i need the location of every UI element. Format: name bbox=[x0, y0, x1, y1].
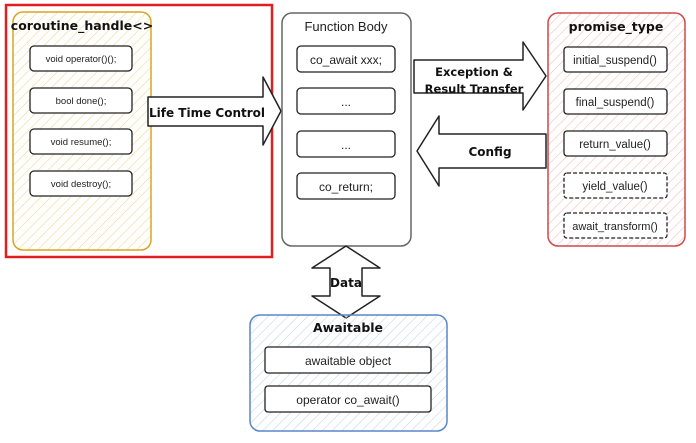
promise-method-box bbox=[563, 130, 668, 157]
promise-method-label: initial_suspend() bbox=[573, 55, 657, 67]
method-label: void destroy(); bbox=[51, 179, 111, 190]
promise-method-label: yield_value() bbox=[582, 181, 647, 193]
exception-label-line1: Exception & bbox=[435, 65, 513, 79]
data-arrow: Data bbox=[311, 245, 381, 319]
promise-method-box-optional bbox=[563, 212, 668, 239]
function-body-panel: Function Body co_await xxx; ... ... co_r… bbox=[281, 12, 412, 247]
coroutine-handle-panel: coroutine_handle<> void operator()(); bo… bbox=[11, 11, 153, 251]
statement-box bbox=[296, 130, 396, 158]
method-box bbox=[29, 87, 133, 114]
statement-label: ... bbox=[341, 138, 351, 152]
promise-type-panel: promise_type initial_suspend() final_sus… bbox=[547, 12, 686, 247]
promise-method-box bbox=[563, 46, 668, 73]
awaitable-item-label: awaitable object bbox=[305, 354, 392, 368]
awaitable-item-box bbox=[264, 385, 432, 413]
method-box bbox=[29, 128, 133, 155]
statement-label: ... bbox=[341, 95, 351, 109]
exception-label-line2: Result Transfer bbox=[425, 82, 524, 96]
promise-method-box-optional bbox=[563, 172, 668, 199]
promise-method-label: await_transform() bbox=[572, 221, 658, 233]
statement-label: co_return; bbox=[319, 180, 373, 194]
config-label: Config bbox=[468, 145, 511, 159]
life-time-control-arrow: Life Time Control bbox=[147, 76, 282, 146]
coroutine-handle-title: coroutine_handle<> bbox=[11, 18, 153, 34]
promise-method-label: return_value() bbox=[579, 139, 651, 151]
method-box bbox=[29, 170, 133, 197]
life-time-control-label: Life Time Control bbox=[149, 106, 265, 120]
statement-label: co_await xxx; bbox=[310, 53, 382, 67]
data-label: Data bbox=[330, 276, 362, 290]
awaitable-item-box bbox=[264, 346, 432, 374]
config-arrow: Config bbox=[416, 115, 547, 187]
method-label: bool done(); bbox=[56, 96, 107, 107]
method-label: void operator()(); bbox=[46, 54, 117, 65]
awaitable-panel: Awaitable awaitable object operator co_a… bbox=[249, 314, 448, 432]
highlight-frame bbox=[4, 3, 274, 259]
exception-transfer-arrow: Exception & Result Transfer bbox=[413, 41, 547, 111]
promise-type-title: promise_type bbox=[569, 19, 664, 35]
method-box bbox=[29, 45, 133, 72]
promise-method-label: final_suspend() bbox=[576, 97, 655, 109]
awaitable-item-label: operator co_await() bbox=[296, 393, 399, 407]
statement-box bbox=[296, 87, 396, 115]
statement-box bbox=[296, 172, 396, 200]
function-body-title: Function Body bbox=[304, 19, 388, 34]
method-label: void resume(); bbox=[51, 137, 112, 148]
promise-method-box bbox=[563, 88, 668, 115]
awaitable-title: Awaitable bbox=[313, 320, 383, 335]
statement-box bbox=[296, 45, 396, 73]
